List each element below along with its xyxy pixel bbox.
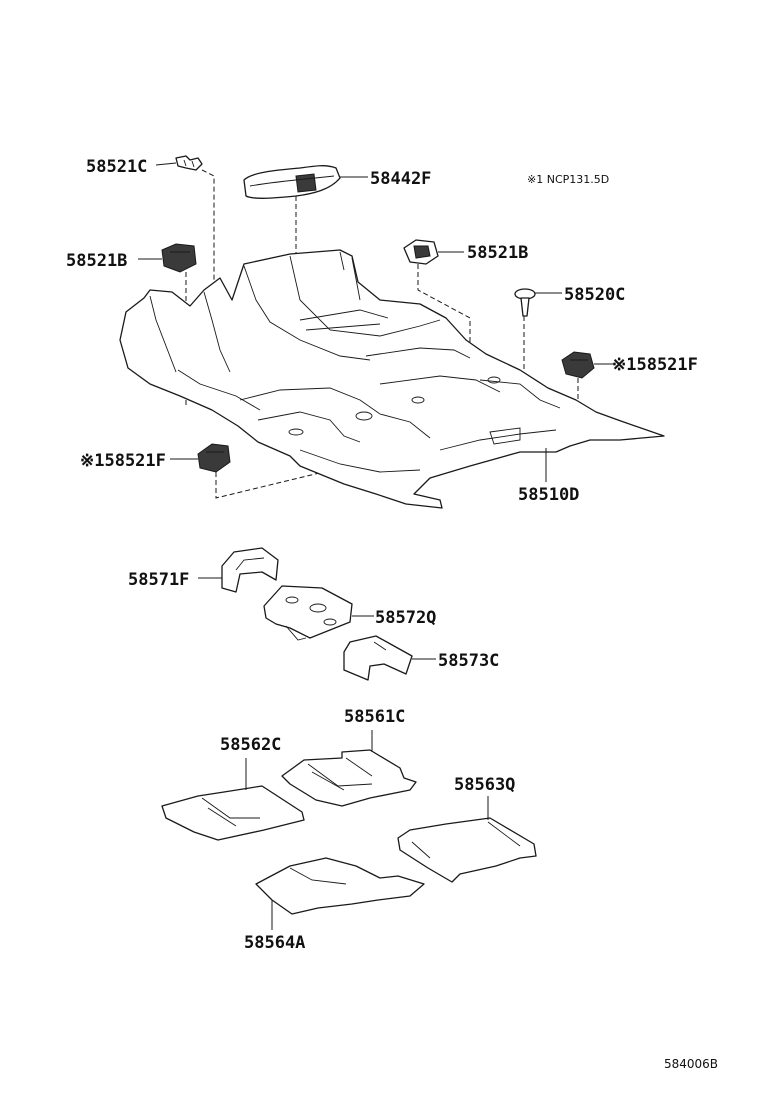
floor-carpet-58510d[interactable] [119, 249, 665, 509]
model-note: ※1 NCP131.5D [527, 173, 609, 186]
label-58561c: 58561C [344, 707, 405, 727]
label-58572q: 58572Q [375, 608, 436, 628]
floor-mat-58561c[interactable] [281, 749, 417, 807]
clip-58521f-right[interactable] [561, 351, 595, 379]
diagram-id: 584006B [664, 1057, 718, 1071]
label-58571f: 58571F [128, 570, 189, 590]
clip-58521f-left[interactable] [197, 443, 231, 473]
cover-58571f[interactable] [221, 547, 279, 593]
label-58442f: 58442F [370, 169, 431, 189]
label-58520c: 58520C [564, 285, 625, 305]
clip-58521c[interactable] [175, 155, 203, 171]
clip-58520c[interactable] [514, 288, 536, 317]
floor-mat-58564a[interactable] [255, 857, 425, 915]
label-58510d: 58510D [518, 485, 579, 505]
pad-58573c[interactable] [343, 635, 413, 681]
floor-mat-58562c[interactable] [161, 785, 305, 841]
silencer-58442f[interactable] [243, 165, 341, 199]
label-58521f-right: ※158521F [612, 355, 698, 375]
label-58521c: 58521C [86, 157, 147, 177]
clip-58521b-right[interactable] [403, 239, 439, 265]
label-58521b-left: 58521B [66, 251, 127, 271]
floor-mat-58563q[interactable] [397, 817, 537, 883]
pad-58572q[interactable] [263, 585, 353, 641]
label-58564a: 58564A [244, 933, 305, 953]
clip-58521b-left[interactable] [161, 243, 197, 273]
label-58521b-right: 58521B [467, 243, 528, 263]
label-58521f-left: ※158521F [80, 451, 166, 471]
label-58573c: 58573C [438, 651, 499, 671]
label-58563q: 58563Q [454, 775, 515, 795]
label-58562c: 58562C [220, 735, 281, 755]
